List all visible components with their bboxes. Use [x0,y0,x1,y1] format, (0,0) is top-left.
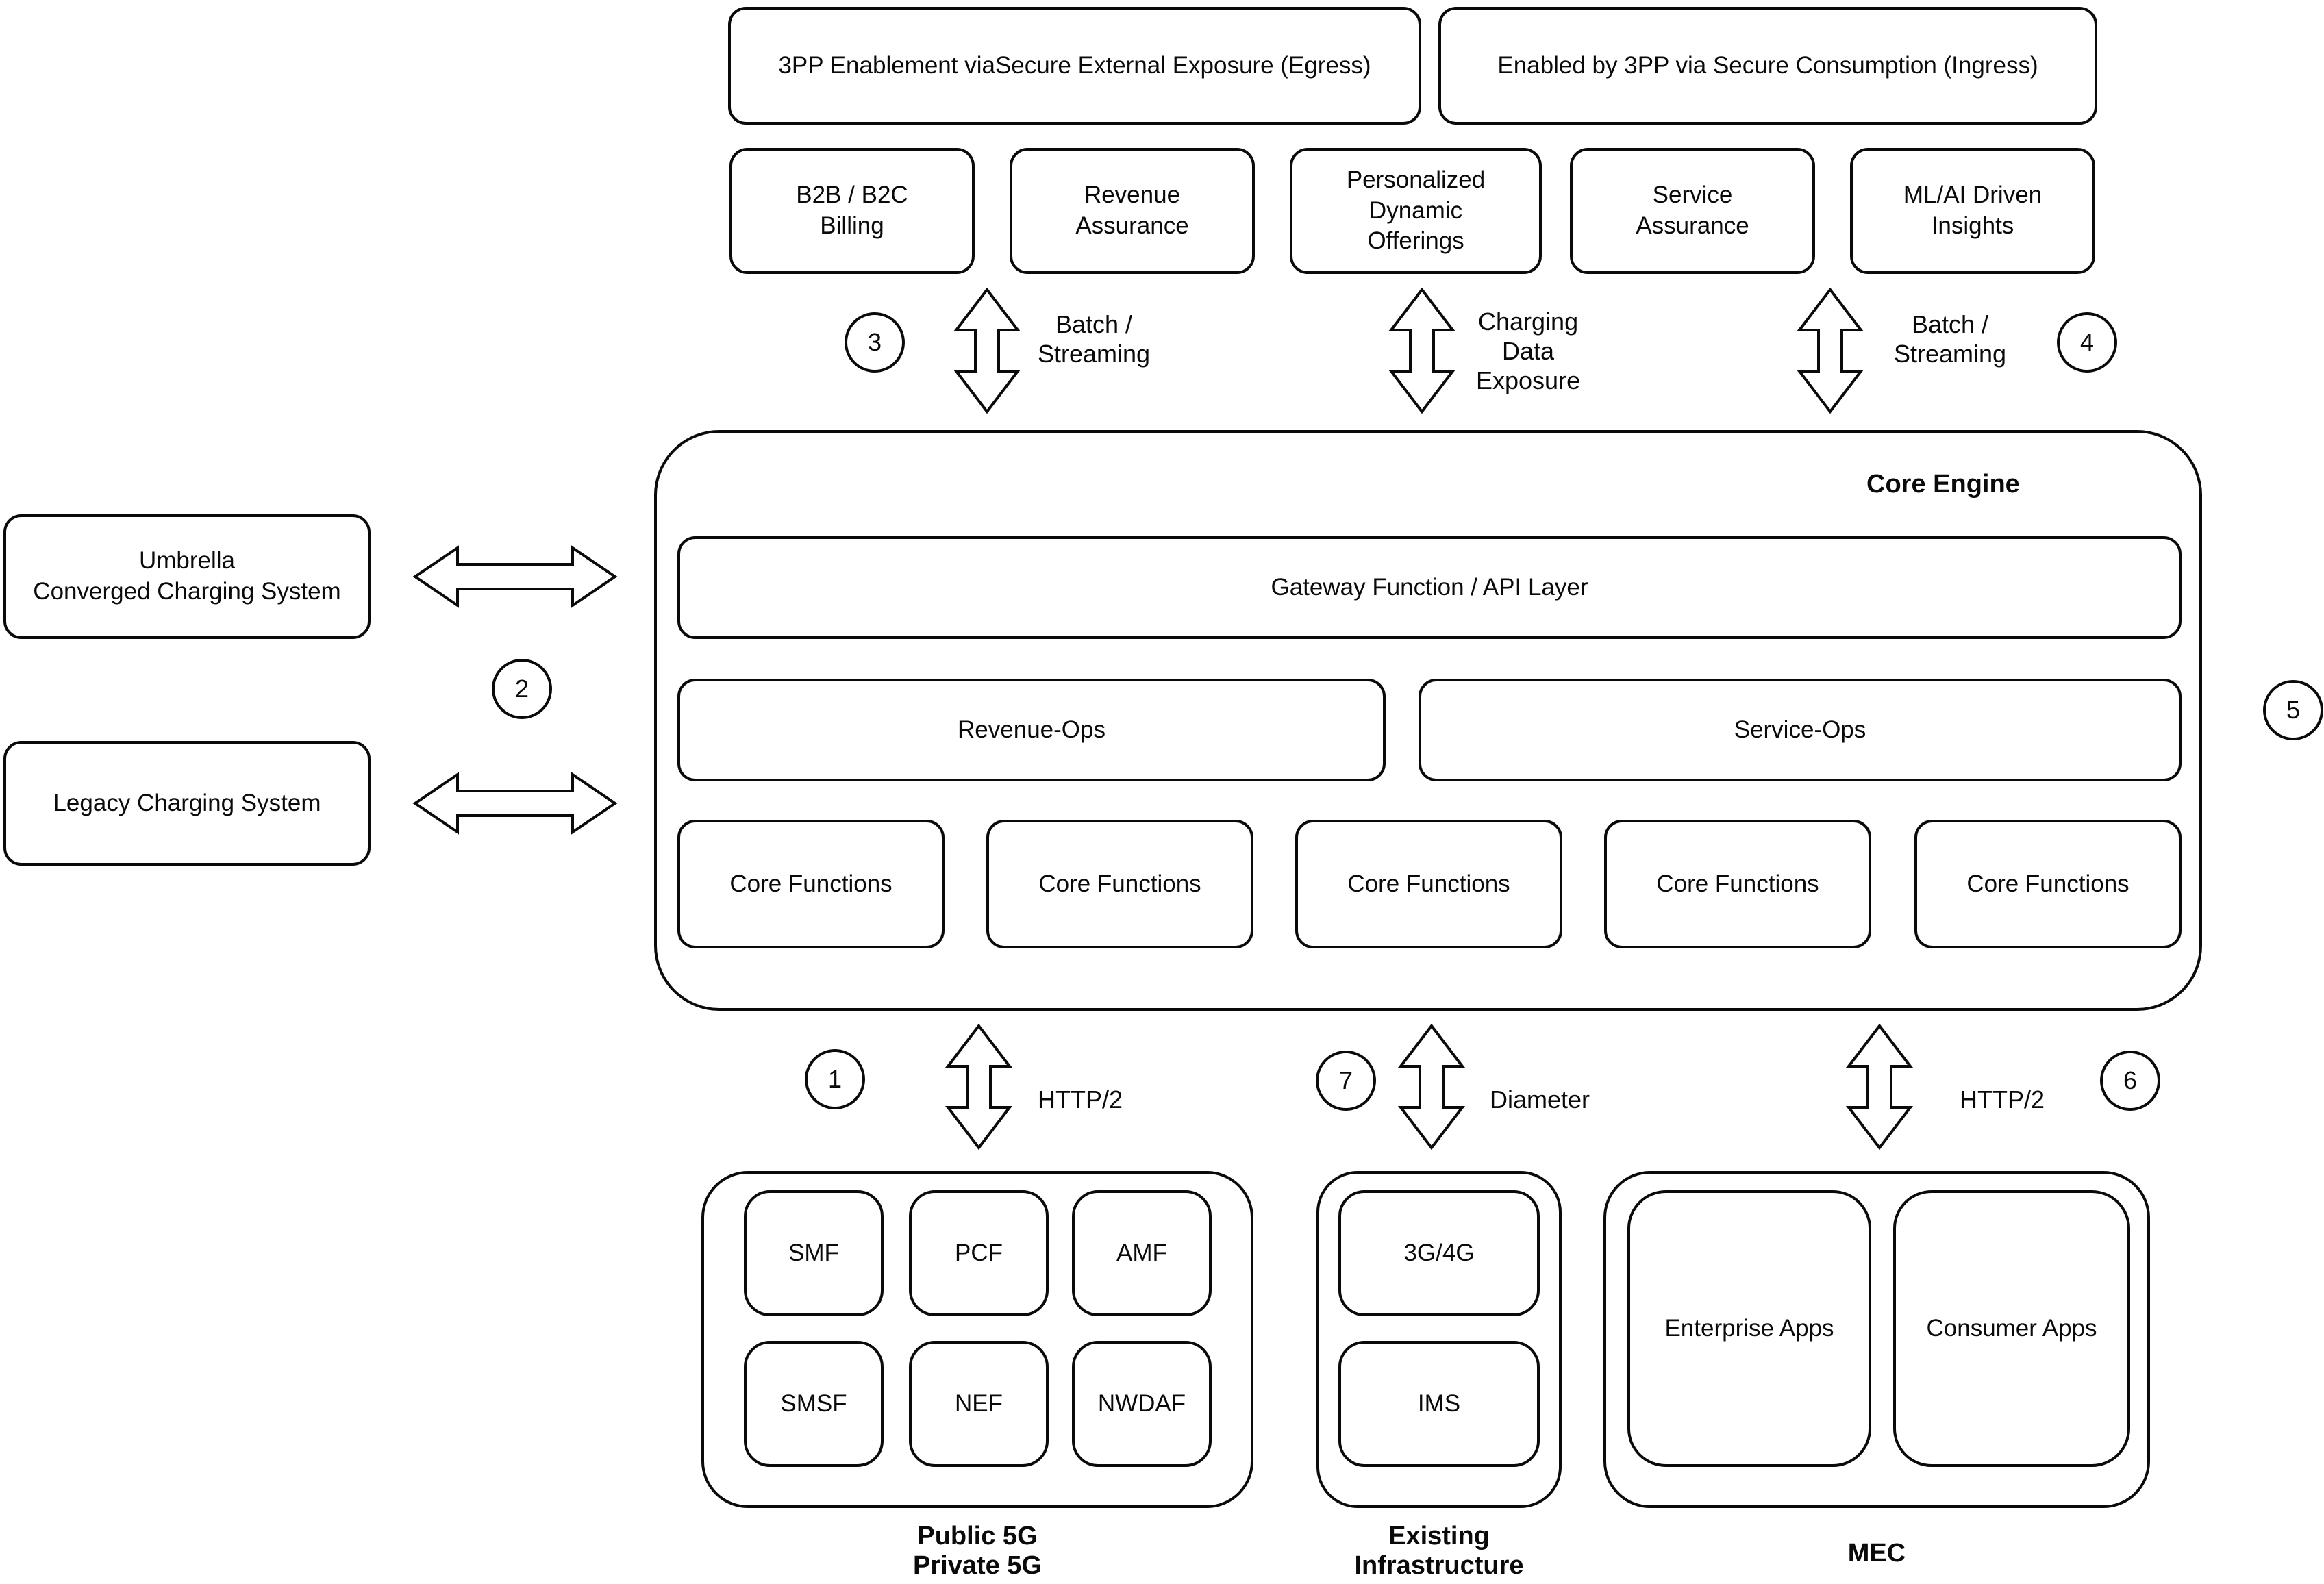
step-badge-1: 1 [805,1049,865,1109]
capability-box-ml-ai-insights: ML/AI Driven Insights [1850,148,2095,274]
core-functions-box: Core Functions [1604,820,1871,948]
core-engine-title: Core Engine [1866,470,2020,499]
mec-label: MEC [1847,1539,1906,1568]
vertical-double-arrow-icon [1845,1024,1914,1150]
nf-cell-amf: AMF [1072,1190,1212,1316]
existing-infrastructure-label: Existing Infrastructure [1354,1522,1524,1580]
service-ops-box: Service-Ops [1419,679,2182,781]
step-badge-3: 3 [845,312,905,373]
connector-label-http2-right: HTTP/2 [1960,1085,2045,1114]
nf-cell-pcf: PCF [909,1190,1049,1316]
core-functions-box: Core Functions [1295,820,1562,948]
step-badge-4: 4 [2057,312,2117,373]
step-badge-5: 5 [2263,680,2323,740]
core-functions-box: Core Functions [677,820,945,948]
connector-label-batch-streaming-left: Batch / Streaming [1038,310,1151,368]
capability-box-dynamic-offerings: Personalized Dynamic Offerings [1290,148,1542,274]
connector-label-batch-streaming-right: Batch / Streaming [1894,310,2007,368]
connector-label-diameter: Diameter [1490,1085,1590,1114]
nf-cell-smsf: SMSF [744,1341,884,1467]
step-badge-2: 2 [492,659,552,719]
ingress-consumption-box: Enabled by 3PP via Secure Consumption (I… [1438,7,2097,125]
nf-cell-nwdaf: NWDAF [1072,1341,1212,1467]
horizontal-double-arrow-icon [412,772,618,835]
cell-3g-4g: 3G/4G [1338,1190,1540,1316]
nf-cell-nef: NEF [909,1341,1049,1467]
step-badge-6: 6 [2100,1051,2160,1111]
cell-ims: IMS [1338,1341,1540,1467]
vertical-double-arrow-icon [1397,1024,1466,1150]
legacy-charging-box: Legacy Charging System [3,741,371,866]
cell-enterprise-apps: Enterprise Apps [1627,1190,1871,1467]
egress-exposure-box: 3PP Enablement viaSecure External Exposu… [728,7,1421,125]
horizontal-double-arrow-icon [412,545,618,608]
public-private-5g-label: Public 5G Private 5G [913,1522,1042,1580]
nf-cell-smf: SMF [744,1190,884,1316]
vertical-double-arrow-icon [953,288,1021,414]
capability-box-billing: B2B / B2C Billing [729,148,975,274]
capability-box-service-assurance: Service Assurance [1570,148,1815,274]
umbrella-converged-charging-box: Umbrella Converged Charging System [3,514,371,639]
capability-box-revenue-assurance: Revenue Assurance [1010,148,1255,274]
vertical-double-arrow-icon [945,1024,1013,1150]
revenue-ops-box: Revenue-Ops [677,679,1386,781]
connector-label-http2-left: HTTP/2 [1038,1085,1123,1114]
core-functions-box: Core Functions [1914,820,2182,948]
connector-label-charging-data-exposure: Charging Data Exposure [1476,307,1581,395]
vertical-double-arrow-icon [1388,288,1456,414]
core-functions-box: Core Functions [986,820,1253,948]
vertical-double-arrow-icon [1796,288,1864,414]
cell-consumer-apps: Consumer Apps [1893,1190,2130,1467]
gateway-api-layer-box: Gateway Function / API Layer [677,536,2182,639]
step-badge-7: 7 [1316,1051,1376,1111]
